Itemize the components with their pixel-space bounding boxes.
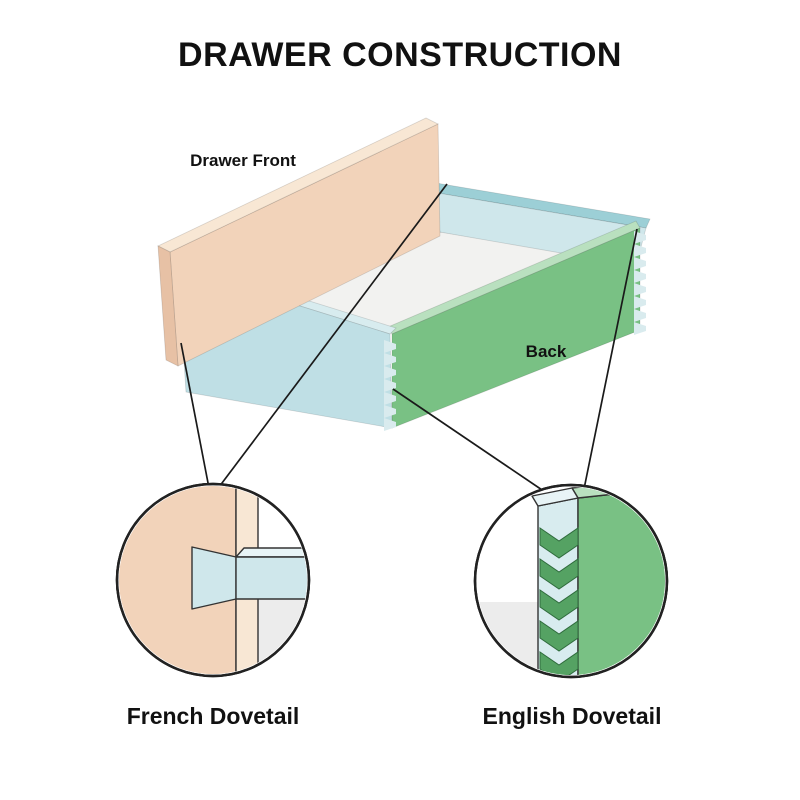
english-detail-circle-outline [473, 483, 669, 679]
leader-line-back-far-joint [583, 228, 638, 490]
label-drawer-front: Drawer Front [190, 151, 296, 170]
drawer-front-end-edge [157, 245, 179, 367]
leader-lines [180, 183, 638, 497]
english-dovetail-chevrons [539, 527, 579, 675]
english-side-top-cap [531, 487, 579, 507]
french-dovetail-detail [119, 486, 307, 674]
leader-line-back-near-joint [392, 388, 552, 497]
french-front-panel-face [119, 486, 237, 674]
french-side-board-top [235, 547, 307, 558]
english-back-panel-face [577, 487, 665, 675]
leader-line-front-right-joint [218, 183, 448, 488]
page-title: DRAWER CONSTRUCTION [178, 36, 622, 74]
leader-line-front-left-joint [180, 342, 210, 489]
french-detail-circle-outline [115, 482, 311, 678]
label-french-dovetail: French Dovetail [127, 703, 300, 729]
french-dovetail-tongue [191, 546, 237, 610]
label-back: Back [526, 342, 567, 361]
drawer-3d-view [157, 117, 651, 431]
english-dovetail-teeth-near [384, 340, 396, 431]
french-side-board [235, 556, 307, 600]
label-english-dovetail: English Dovetail [483, 703, 662, 729]
